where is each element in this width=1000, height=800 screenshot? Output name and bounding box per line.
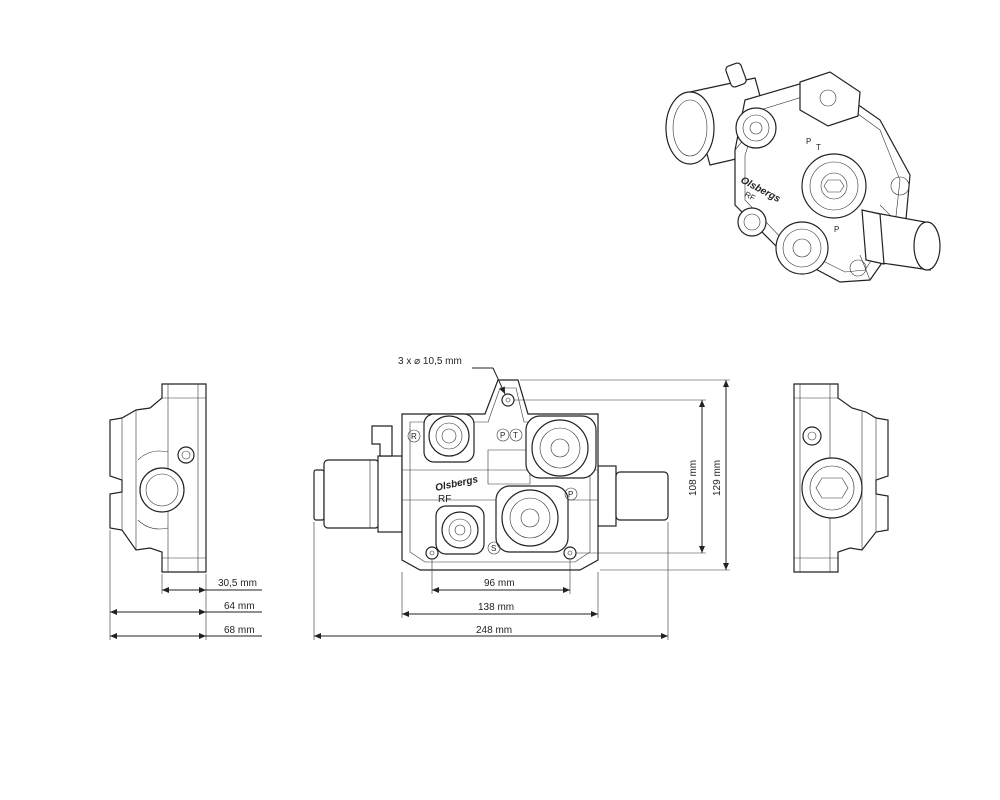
dim-129: 129 mm [712,460,723,496]
dim-248: 248 mm [476,625,512,636]
port-r-label: R [411,432,417,441]
port-t-label: T [513,431,518,440]
port-s-label: S [491,544,496,553]
iso-port-p: P [806,137,811,146]
dim-138: 138 mm [478,602,514,613]
iso-port-t: T [816,143,821,152]
port-p-top-label: P [500,431,505,440]
dim-68: 68 mm [224,625,255,636]
dim-64: 64 mm [224,601,255,612]
port-p-right-label: P [568,490,573,499]
holes-note: 3 x ⌀ 10,5 mm [398,356,462,367]
front-view: R P T P S Olsbergs RF [313,379,669,571]
dim-96: 96 mm [484,578,515,589]
dim-108: 108 mm [688,460,699,496]
iso-port-p-right: P [834,225,839,234]
left-side-view [109,383,207,573]
dimension-labels: 3 x ⌀ 10,5 mm 30,5 mm 64 mm 68 mm 96 mm … [218,356,723,636]
isometric-view: P T P Olsbergs RF [665,62,941,283]
model-label: RF [438,494,451,505]
right-side-view [793,383,889,573]
dimension-lines [109,367,730,640]
dim-30-5: 30,5 mm [218,578,257,589]
iso-model-label: RF [743,190,757,203]
